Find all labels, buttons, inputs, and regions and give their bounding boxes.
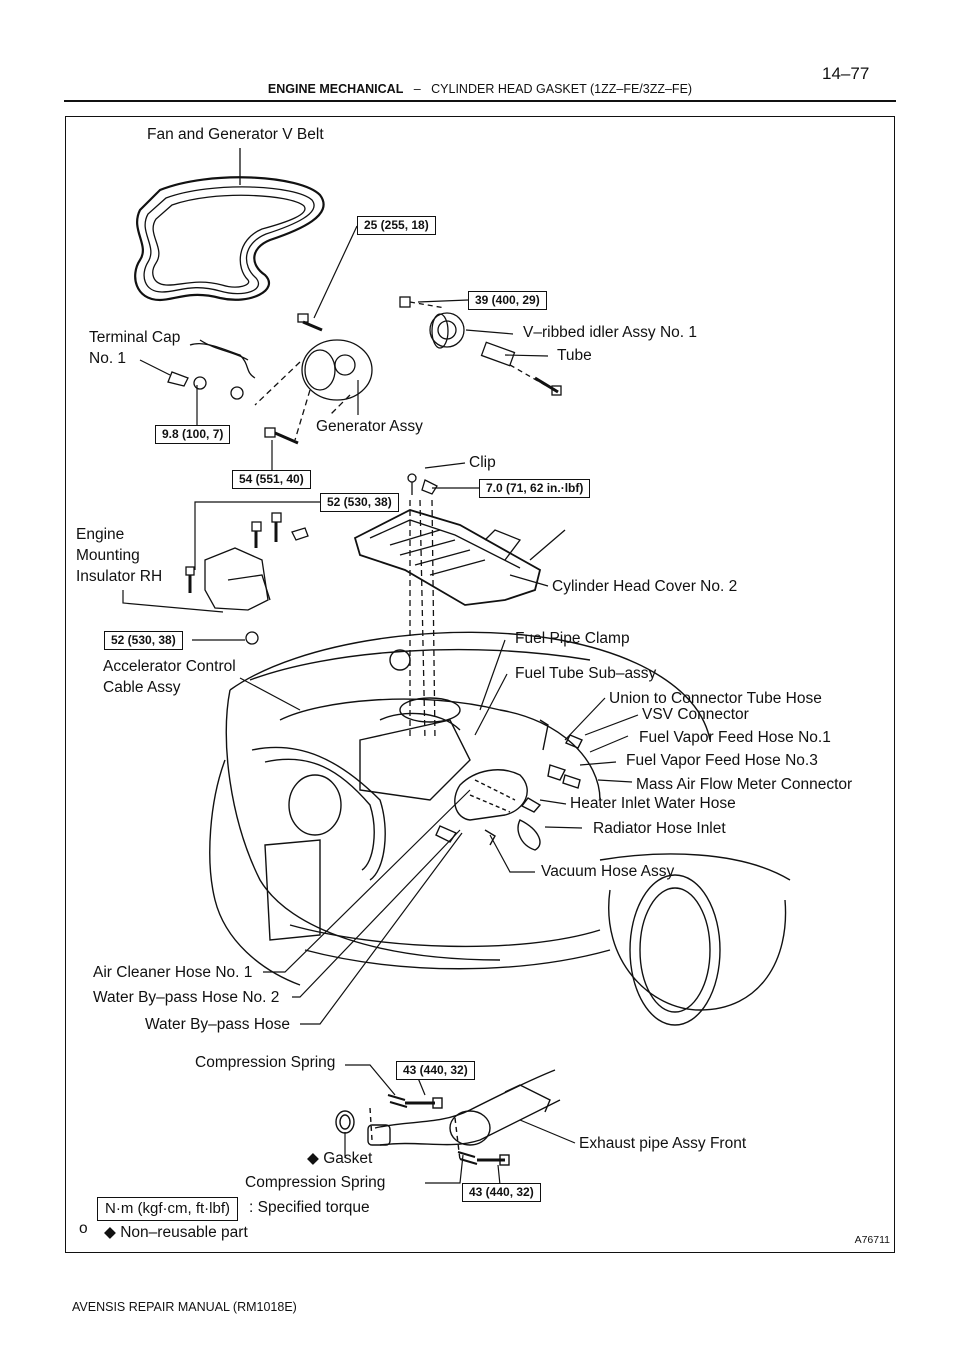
label-accel-cable-line2: Cable Assy — [103, 679, 181, 696]
label-gasket-text: Gasket — [323, 1150, 373, 1167]
label-fuel-tube: Fuel Tube Sub–assy — [515, 665, 657, 682]
label-fuel-vapor-3: Fuel Vapor Feed Hose No.3 — [626, 752, 818, 769]
legend-torque-desc: : Specified torque — [249, 1199, 370, 1216]
label-radiator-hose: Radiator Hose Inlet — [593, 820, 726, 837]
cylinder-head-cover-drawing — [353, 499, 566, 741]
torque-box: 54 (551, 40) — [232, 470, 311, 489]
label-generator: Generator Assy — [316, 418, 423, 435]
label-union-hose: Union to Connector Tube Hose — [609, 690, 822, 707]
label-fuel-pipe-clamp: Fuel Pipe Clamp — [515, 630, 630, 647]
label-water-bypass-2: Water By–pass Hose No. 2 — [93, 989, 280, 1006]
label-terminal-cap-line2: No. 1 — [89, 350, 127, 367]
label-engine-mount-line3: Insulator RH — [76, 568, 163, 585]
page-number: 14–77 — [822, 64, 870, 83]
label-heater-hose: Heater Inlet Water Hose — [570, 795, 736, 812]
header-section: ENGINE MECHANICAL — [267, 82, 404, 96]
bolts-drawing — [167, 296, 562, 645]
figure-frame — [65, 116, 895, 1253]
legend-nonreuse-text: Non–reusable part — [120, 1224, 248, 1241]
label-vacuum-hose: Vacuum Hose Assy — [541, 863, 675, 880]
label-clip: Clip — [469, 454, 496, 471]
label-fan-belt: Fan and Generator V Belt — [147, 126, 324, 143]
nonreuse-diamond-icon: ◆ — [104, 1224, 116, 1241]
torque-box: 52 (530, 38) — [104, 631, 183, 650]
exhaust-drawing — [335, 1069, 561, 1166]
label-tube: Tube — [557, 347, 592, 364]
leader-lines — [122, 225, 639, 1186]
torque-box: 39 (400, 29) — [468, 291, 547, 310]
legend-torque-unit-box: N·m (kgf·cm, ft·lbf) — [97, 1197, 238, 1221]
header-separator: – — [413, 82, 421, 96]
torque-box: 52 (530, 38) — [320, 493, 399, 512]
fan-belt-drawing — [134, 148, 325, 302]
header-subsection: CYLINDER HEAD GASKET (1ZZ–FE/3ZZ–FE) — [431, 82, 693, 96]
label-terminal-cap-line1: Terminal Cap — [89, 329, 181, 346]
label-fuel-vapor-1: Fuel Vapor Feed Hose No.1 — [639, 729, 831, 746]
label-cylinder-head-cover: Cylinder Head Cover No. 2 — [552, 578, 738, 595]
torque-box: 43 (440, 32) — [462, 1183, 541, 1202]
figure-code: A76711 — [854, 1234, 890, 1246]
torque-box: 43 (440, 32) — [396, 1061, 475, 1080]
label-engine-mount-line2: Mounting — [76, 547, 140, 564]
label-maf-connector: Mass Air Flow Meter Connector — [636, 776, 853, 793]
label-water-bypass: Water By–pass Hose — [145, 1016, 291, 1033]
label-engine-mount-line1: Engine — [76, 526, 125, 543]
label-idler: V–ribbed idler Assy No. 1 — [523, 324, 698, 341]
page-header: ENGINE MECHANICAL – CYLINDER HEAD GASKET… — [0, 82, 960, 96]
nonreuse-diamond-icon: ◆ — [307, 1150, 319, 1167]
car-body-drawing — [209, 631, 791, 1026]
label-comp-spring-top: Compression Spring — [195, 1054, 336, 1071]
label-exhaust-pipe: Exhaust pipe Assy Front — [579, 1135, 747, 1152]
label-accel-cable-line1: Accelerator Control — [103, 658, 236, 675]
label-comp-spring-bottom: Compression Spring — [245, 1174, 386, 1191]
torque-box: 9.8 (100, 7) — [155, 425, 231, 444]
label-gasket: ◆ Gasket — [307, 1150, 372, 1169]
legend-nonreuse: ◆ Non–reusable part — [104, 1224, 248, 1243]
torque-box: 7.0 (71, 62 in.·lbf) — [479, 479, 591, 498]
label-air-cleaner-hose: Air Cleaner Hose No. 1 — [93, 964, 253, 981]
page-footer: AVENSIS REPAIR MANUAL (RM1018E) — [72, 1300, 297, 1314]
corner-mark: o — [79, 1220, 88, 1237]
label-vsv-connector: VSV Connector — [642, 706, 749, 723]
header-rule — [64, 100, 896, 102]
torque-box: 25 (255, 18) — [357, 216, 436, 235]
